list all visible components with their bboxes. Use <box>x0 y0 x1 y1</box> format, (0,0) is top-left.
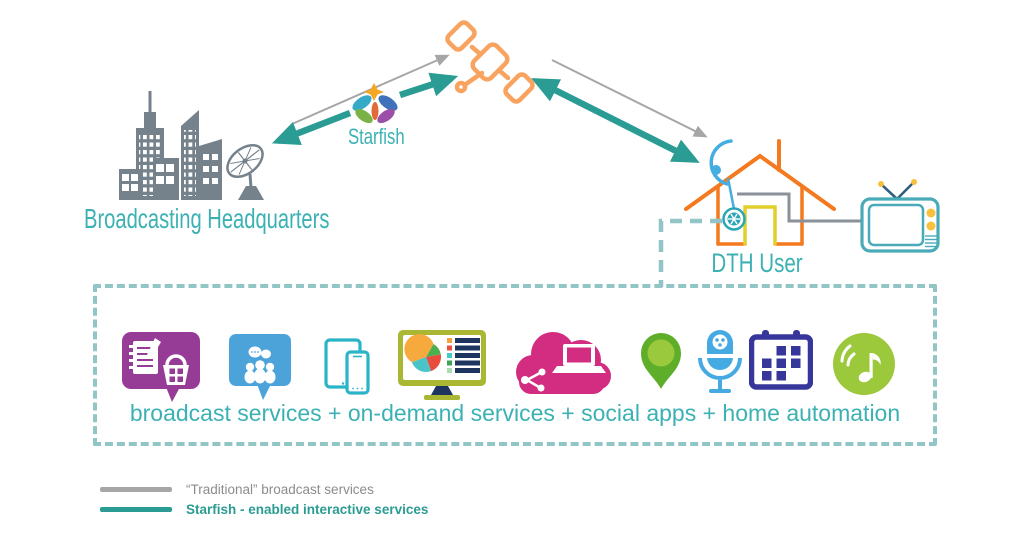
dth-user-label: DTH User <box>711 248 803 278</box>
traditional-line-swatch <box>100 487 172 492</box>
services-connector <box>658 218 722 287</box>
starfish-uplink-arrow-sat-end <box>398 72 459 99</box>
calendar-icon <box>749 330 813 390</box>
hq-label: Broadcasting Headquarters <box>84 203 330 234</box>
door-outline <box>743 205 777 246</box>
starfish-uplink-arrow-hq-end <box>271 109 352 145</box>
starfish-logo-icon <box>352 83 398 124</box>
hq-dish-icon <box>226 143 264 200</box>
cloud-computing-icon <box>516 332 611 394</box>
settop-box-icon <box>722 207 746 231</box>
music-icon <box>833 333 895 395</box>
legend-starfish: Starfish - enabled interactive services <box>100 502 428 517</box>
dth-house-icon <box>684 139 836 246</box>
starfish-downlink-arrow <box>531 78 700 163</box>
tv-icon <box>860 179 940 253</box>
voice-microphone-icon <box>698 330 742 393</box>
legend-traditional: “Traditional” broadcast services <box>100 482 374 497</box>
shopping-list-icon <box>122 332 200 402</box>
starfish-legend-label: Starfish - enabled interactive services <box>186 502 429 517</box>
starfish-line-swatch <box>100 507 172 512</box>
broadcasting-hq-icon <box>119 91 222 200</box>
services-caption: broadcast services + on-demand services … <box>129 400 901 426</box>
location-pin-icon <box>641 333 681 389</box>
social-chat-icon <box>229 334 291 400</box>
traditional-legend-label: “Traditional” broadcast services <box>186 482 374 497</box>
services-box: broadcast services + on-demand services … <box>93 284 937 446</box>
satellite-icon <box>445 20 535 104</box>
mobile-devices-icon <box>324 338 370 395</box>
starfish-label: Starfish <box>347 124 405 149</box>
tv-cable <box>737 192 862 223</box>
analytics-monitor-icon <box>398 330 486 400</box>
dth-dish-icon <box>709 139 736 210</box>
